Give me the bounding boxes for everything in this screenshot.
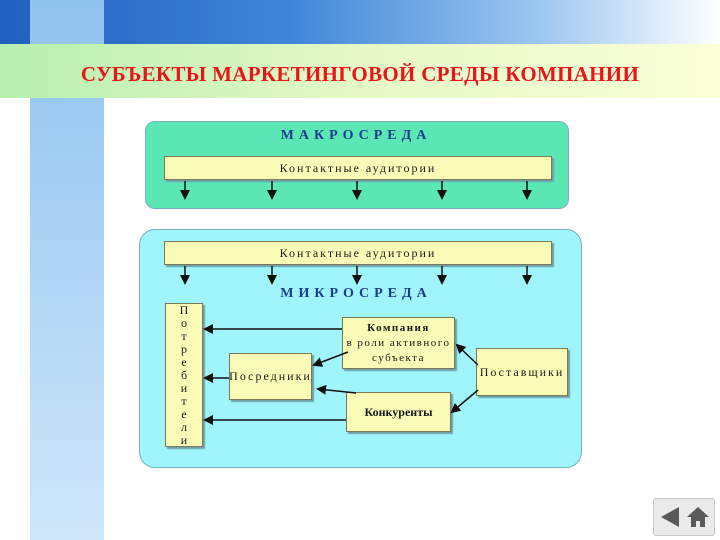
arrow-suppliers-company [455, 343, 479, 366]
micro-title: МИКРОСРЕДА [280, 286, 432, 301]
consumers-letter: т [181, 393, 187, 408]
nav-panel [653, 498, 715, 536]
consumers-letter: б [180, 367, 188, 382]
consumers-letter: т [181, 328, 187, 343]
consumers-letter: П [179, 302, 189, 317]
macro-title: МАКРОСРЕДА [280, 128, 432, 143]
title-bar [0, 44, 720, 98]
suppliers-box: Поставщики [476, 348, 568, 396]
intermediaries-box: Посредники [229, 353, 312, 400]
company-label: Компания [367, 321, 430, 334]
consumers-letter: е [181, 354, 187, 369]
arrow-company-intermediaries [312, 351, 349, 367]
consumers-letter: и [180, 432, 188, 447]
company-box: Компания в роли активного субъекта [342, 317, 455, 369]
consumers-letter: е [181, 406, 187, 421]
arrow-competitors-intermediaries [316, 384, 357, 395]
top-banner [0, 0, 720, 44]
home-button[interactable] [684, 503, 712, 531]
arrow-suppliers-competitors [450, 389, 479, 414]
consumers-letter: о [181, 315, 187, 330]
page-title: СУБЪЕКТЫ МАРКЕТИНГОВОЙ СРЕДЫ КОМПАНИИ [80, 62, 640, 86]
macro-contact-audiences: Контактные аудитории [164, 156, 552, 180]
home-icon [687, 507, 709, 527]
consumers-letter: р [181, 341, 187, 356]
back-arrow-icon [661, 507, 679, 527]
consumers-letter: и [180, 380, 188, 395]
consumers-letter: л [181, 419, 187, 434]
company-subject-label: субъекта [371, 351, 425, 364]
back-button[interactable] [657, 503, 685, 531]
micro-contact-audiences: Контактные аудитории [164, 241, 552, 265]
competitors-box: Конкуренты [346, 392, 451, 432]
company-role-label: в роли активного [346, 336, 451, 349]
